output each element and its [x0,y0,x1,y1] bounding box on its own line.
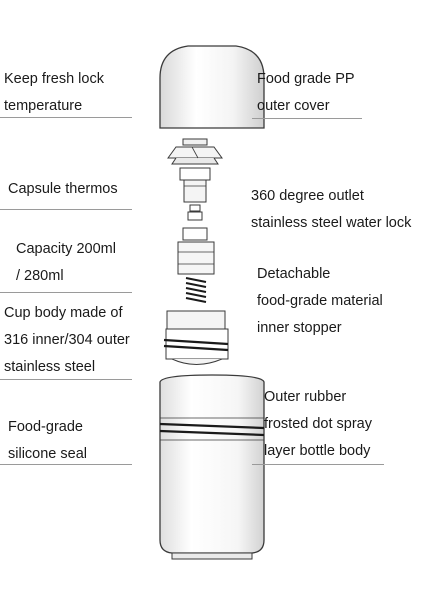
label-line: layer bottle body [264,443,371,459]
label-line: Detachable [257,266,331,282]
label-bottle-body: Outer rubber frosted dot spray layer bot… [264,384,372,465]
label-capacity: Capacity 200ml / 280ml [16,236,116,290]
label-line: Capsule thermos [8,181,118,197]
label-line: food-grade material [257,293,383,309]
label-line: / 280ml [16,268,64,284]
label-line: stainless steel water lock [251,215,412,231]
label-line: stainless steel [4,359,96,375]
label-line: 316 inner/304 outer [4,332,130,348]
outer-cover [159,45,265,129]
lock-pin [187,204,203,221]
label-line: Food-grade [8,419,83,435]
label-line: 360 degree outlet [251,188,364,204]
label-capsule-thermos: Capsule thermos [8,176,118,203]
label-line: inner stopper [257,320,342,336]
label-outer-cover: Food grade PP outer cover [257,66,355,120]
label-keep-fresh: Keep fresh lock temperature [4,66,104,120]
label-line: Outer rubber [264,389,347,405]
label-silicone-seal: Food-grade silicone seal [8,414,87,468]
label-line: frosted dot spray [264,416,372,432]
label-line: temperature [4,98,83,114]
label-underline [0,209,132,210]
label-underline [0,117,132,118]
label-underline [0,379,132,380]
outlet-piece [179,167,211,203]
inner-stopper [177,227,215,275]
label-line: silicone seal [8,446,87,462]
label-inner-stopper: Detachable food-grade material inner sto… [257,261,383,342]
label-underline [0,292,132,293]
label-line: Cup body made of [4,305,123,321]
label-line: Food grade PP [257,71,355,87]
label-line: Capacity 200ml [16,241,116,257]
label-water-lock: 360 degree outlet stainless steel water … [251,183,411,237]
label-underline [252,118,362,119]
label-line: Keep fresh lock [4,71,104,87]
label-underline [0,464,132,465]
spring [185,277,207,303]
label-line: outer cover [257,98,330,114]
water-lock-top [167,138,223,165]
stopper-housing [163,310,229,365]
label-cup-body: Cup body made of 316 inner/304 outer sta… [4,300,130,381]
label-underline [252,464,384,465]
bottle-body [159,374,265,560]
